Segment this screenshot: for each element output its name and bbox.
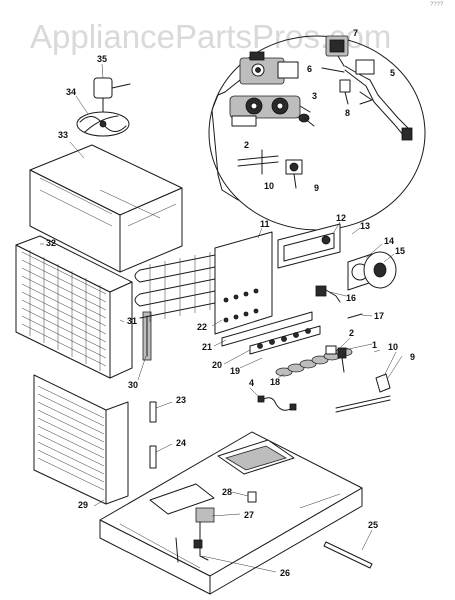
blower-wheel	[76, 111, 130, 137]
callout-28: 28	[222, 487, 232, 497]
callout-10-lower: 10	[388, 342, 398, 352]
callout-9-lower: 9	[410, 352, 415, 362]
plug-28	[247, 491, 257, 503]
fitting	[298, 113, 315, 127]
gas-valve	[211, 51, 299, 201]
mounting-bracket	[237, 149, 279, 175]
callout-23: 23	[176, 395, 186, 405]
draft-inducer-assembly	[277, 223, 397, 291]
callout-7: 7	[353, 28, 358, 38]
callout-33: 33	[58, 130, 68, 140]
screw-17	[347, 313, 363, 319]
regulator-assembly	[229, 95, 311, 127]
heat-exchanger	[134, 252, 226, 322]
condenser-coil	[15, 235, 133, 379]
callout-32: 32	[46, 238, 56, 248]
solenoid-coil	[325, 35, 349, 67]
callout-13: 13	[360, 221, 370, 231]
mounting-rail	[323, 541, 373, 569]
callout-4: 4	[249, 378, 254, 388]
callout-19: 19	[230, 366, 240, 376]
thermocouple-tube	[344, 59, 413, 141]
gas-valve-detail-inset	[208, 35, 426, 231]
callout-27: 27	[244, 510, 254, 520]
callout-2-lower: 2	[349, 328, 354, 338]
side-grille	[33, 374, 129, 505]
callout-16: 16	[346, 293, 356, 303]
callout-2: 2	[244, 140, 249, 150]
burner-panel	[214, 231, 273, 335]
coil-bracket	[142, 311, 152, 361]
pressure-switch	[315, 285, 341, 303]
callout-14: 14	[384, 236, 394, 246]
callout-26: 26	[280, 568, 290, 578]
grille-clip-23	[149, 401, 157, 423]
callout-18: 18	[270, 377, 280, 387]
callout-35: 35	[97, 54, 107, 64]
callout-6: 6	[307, 64, 312, 74]
callout-10: 10	[264, 181, 274, 191]
wire-harness	[257, 395, 297, 411]
callout-9: 9	[314, 183, 319, 193]
gas-manifold	[221, 311, 321, 355]
callout-22: 22	[197, 322, 207, 332]
fan-motor	[93, 77, 131, 113]
callout-5: 5	[390, 68, 395, 78]
callout-15: 15	[395, 246, 405, 256]
lower-bracket	[335, 373, 391, 413]
callout-17: 17	[374, 311, 384, 321]
callout-24: 24	[176, 438, 186, 448]
callout-30: 30	[128, 380, 138, 390]
base-pan	[99, 431, 363, 595]
pilot-assembly	[321, 67, 373, 105]
callout-31: 31	[127, 316, 137, 326]
drain-assembly	[175, 507, 215, 563]
callout-25: 25	[368, 520, 378, 530]
callout-3: 3	[312, 91, 317, 101]
callout-12: 12	[336, 213, 346, 223]
corner-text: ????	[430, 2, 444, 8]
leader-lines	[40, 63, 403, 573]
igniter-lower	[325, 345, 347, 373]
callout-labels: 35 34 33 32 31 30 7 6 5 3 8 2 10 9 11 12…	[46, 28, 415, 578]
callout-11: 11	[260, 219, 270, 229]
callout-8: 8	[345, 108, 350, 118]
grille-clip-24	[149, 445, 157, 469]
callout-21: 21	[202, 342, 212, 352]
top-cover-housing	[29, 144, 183, 273]
callout-34: 34	[66, 87, 76, 97]
callout-1: 1	[372, 340, 377, 350]
limit-switch	[285, 159, 303, 189]
callout-20: 20	[212, 360, 222, 370]
callout-29: 29	[78, 500, 88, 510]
